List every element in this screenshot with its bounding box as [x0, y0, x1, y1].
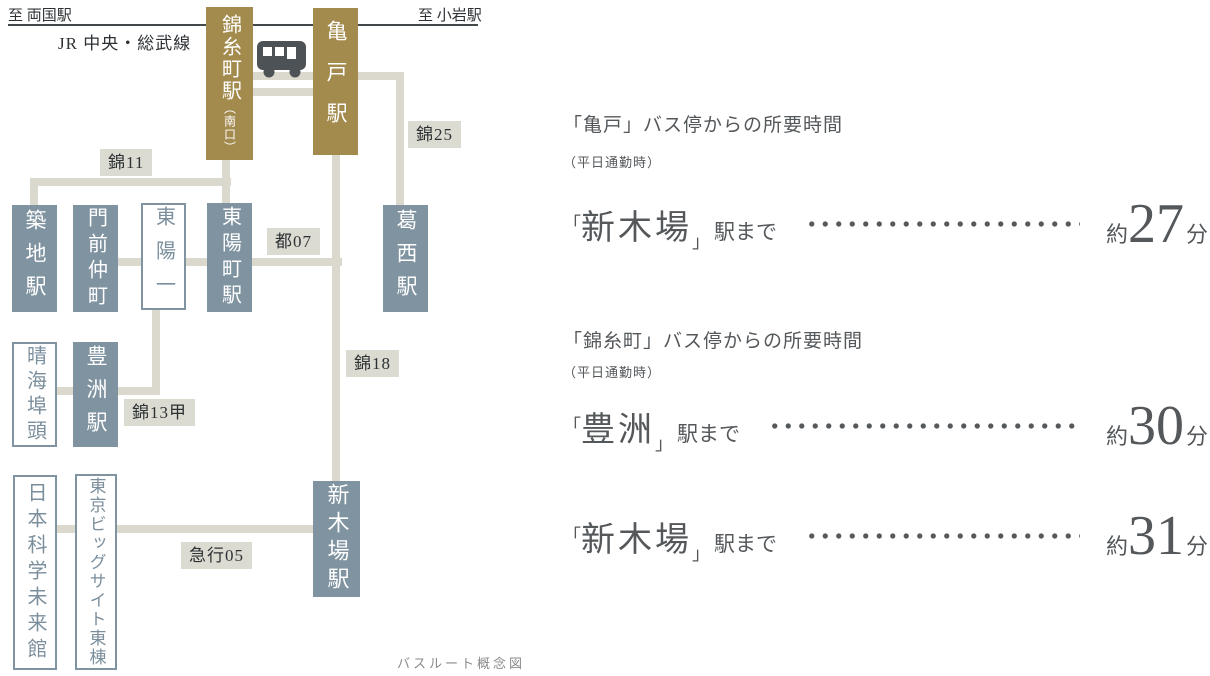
station-toyosu-label: 豊洲駅 [84, 345, 108, 444]
route-chip-to07: 都07 [267, 228, 320, 255]
station-tsukiji-label: 築地駅 [23, 209, 47, 308]
station-toyocho-label: 東陽町駅 [218, 205, 241, 310]
station-shinkiba-label: 新木場駅 [324, 483, 350, 595]
station-toyoicchome: 東陽一 [141, 203, 186, 310]
dotted-leader [805, 533, 1080, 539]
route-chip-kin18: 錦18 [346, 350, 399, 377]
station-monzennakacho: 門前仲町 [73, 205, 118, 312]
station-kameido-label: 亀戸駅 [324, 20, 348, 143]
station-harumifuto: 晴海埠頭 [12, 342, 57, 447]
route-chip-kyuko05: 急行05 [181, 542, 252, 569]
station-toyocho: 東陽町駅 [207, 203, 252, 312]
row3-destination: 「新木場」駅まで [563, 521, 777, 564]
jr-chuo-sobu-label: JR 中央・総武線 [58, 34, 192, 53]
block2-note: （平日通勤時） [563, 365, 662, 380]
diagram-caption: バスルート概念図 [397, 656, 526, 671]
bus-icon [256, 38, 308, 87]
dotted-leader [805, 221, 1080, 227]
station-bigsight: 東京ビッグサイト東棟 [75, 474, 117, 670]
station-kameido: 亀戸駅 [313, 8, 358, 155]
station-kasai: 葛西駅 [383, 205, 428, 312]
route-line-kin25-vertical [396, 72, 404, 205]
station-harumifuto-label: 晴海埠頭 [23, 344, 46, 445]
to-ryogoku-label: 至 両国駅 [8, 8, 72, 24]
route-line-kin13-vertical [152, 310, 160, 395]
to-koiwa-label: 至 小岩駅 [418, 8, 482, 24]
station-kinshicho: 錦糸町駅（南口） [206, 7, 253, 160]
station-tsukiji: 築地駅 [12, 205, 57, 312]
station-bigsight-label: 東京ビッグサイト東棟 [86, 477, 106, 667]
route-line-kyuko05 [57, 525, 313, 533]
route-line-kinshicho-kameido [253, 88, 313, 96]
station-miraikan-label: 日本科学未来館 [24, 481, 46, 664]
route-line-kin11-vertical [30, 178, 38, 205]
block1-note: （平日通勤時） [563, 155, 662, 170]
row1-destination: 「新木場」駅まで [563, 209, 777, 252]
route-chip-kin11: 錦11 [100, 149, 153, 176]
row2-destination: 「豊洲」駅まで [563, 411, 740, 454]
route-line-kin18-vertical [332, 155, 340, 481]
station-shinkiba: 新木場駅 [313, 481, 360, 597]
route-chip-kin13ko: 錦13甲 [124, 399, 195, 426]
station-kinshicho-label: 錦糸町駅（南口） [218, 13, 241, 154]
block1-title: 「亀戸」バス停からの所要時間 [563, 115, 844, 136]
station-toyosu: 豊洲駅 [73, 342, 118, 447]
station-miraikan: 日本科学未来館 [13, 475, 57, 670]
dotted-leader [768, 423, 1080, 429]
station-toyoicchome-label: 東陽一 [152, 205, 175, 308]
station-kasai-label: 葛西駅 [394, 209, 418, 308]
block2-title: 「錦糸町」バス停からの所要時間 [563, 331, 864, 352]
route-chip-kin25: 錦25 [408, 121, 461, 148]
route-line-kin11-horizontal [30, 178, 231, 186]
station-monzennakacho-label: 門前仲町 [84, 206, 107, 311]
